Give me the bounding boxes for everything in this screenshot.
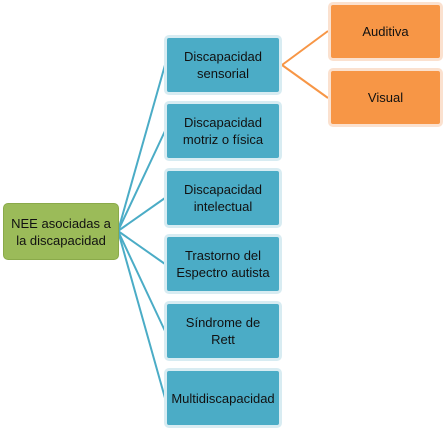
category-label: Discapacidad sensorial: [183, 49, 263, 81]
connector-root-intelectual: [117, 197, 166, 232]
connector-sensorial-visual: [281, 64, 329, 99]
connector-root-rett: [117, 230, 166, 332]
category-discapacidad-intelectual: Discapacidad intelectual: [164, 168, 282, 228]
subcategory-label: Visual: [367, 90, 404, 105]
connector-root-motriz: [117, 130, 166, 232]
root-node-label: NEE asociadas a la discapacidad: [11, 215, 111, 248]
category-label: Discapacidad intelectual: [183, 182, 263, 214]
category-label: Trastorno del Espectro autista: [176, 248, 270, 280]
root-node: NEE asociadas a la discapacidad: [3, 203, 119, 260]
connector-sensorial-auditiva: [281, 30, 329, 66]
category-label: Síndrome de Rett: [185, 315, 261, 347]
connector-root-multi: [117, 230, 166, 399]
category-trastorno-espectro-autista: Trastorno del Espectro autista: [164, 234, 282, 294]
subcategory-label: Auditiva: [362, 24, 409, 39]
subcategory-visual: Visual: [328, 68, 443, 127]
category-discapacidad-motriz: Discapacidad motriz o física: [164, 101, 282, 161]
connector-root-sensorial: [117, 64, 166, 232]
category-label: Discapacidad motriz o física: [182, 115, 264, 147]
category-label: Multidiscapacidad: [171, 390, 275, 406]
category-sindrome-de-rett: Síndrome de Rett: [164, 301, 282, 361]
category-multidiscapacidad: Multidiscapacidad: [164, 368, 282, 428]
subcategory-auditiva: Auditiva: [328, 2, 443, 61]
connector-root-tea: [117, 230, 166, 265]
category-discapacidad-sensorial: Discapacidad sensorial: [164, 35, 282, 95]
